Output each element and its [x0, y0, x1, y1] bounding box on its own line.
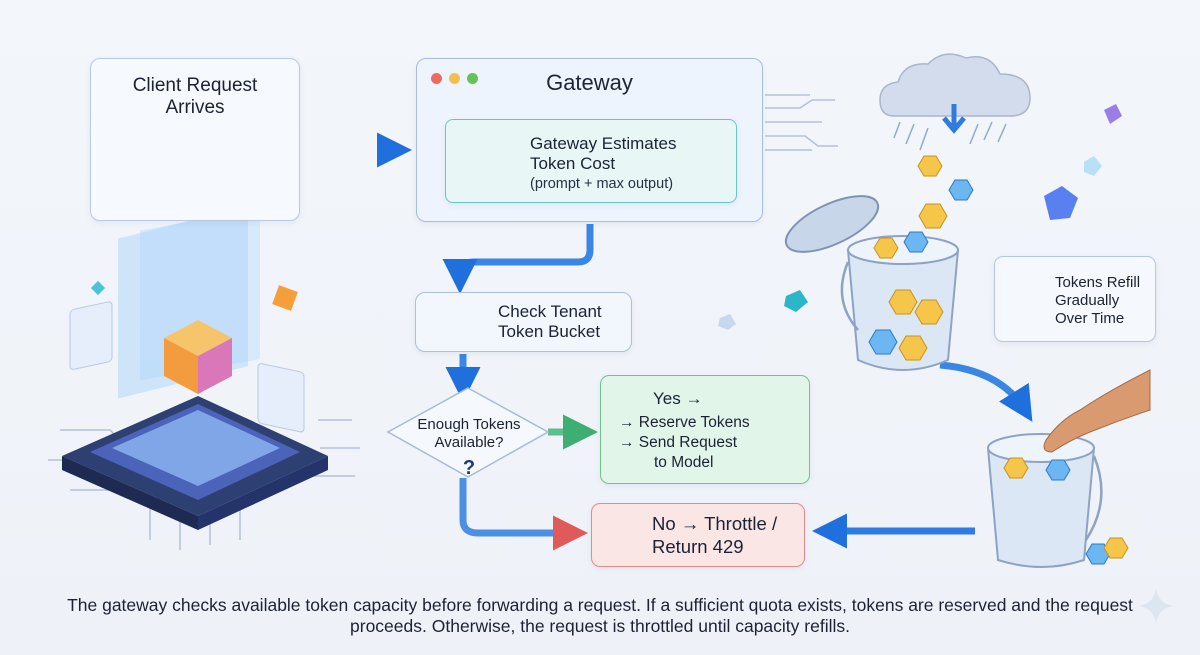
- window-close-dot: [431, 73, 442, 84]
- client-request-label: Client Request Arrives: [132, 75, 258, 118]
- check-token-bucket-label: Check Tenant Token Bucket: [498, 302, 602, 341]
- small-bucket-illustration: [986, 369, 1151, 568]
- server-cube-illustration: [48, 206, 360, 550]
- gateway-title: Gateway: [546, 70, 633, 95]
- gateway-window: Gateway Gateway Estimates Token Cost (pr…: [416, 58, 763, 222]
- no-throttle-label: No → Throttle / Return 429: [652, 513, 778, 557]
- full-bucket-illustration: [784, 155, 974, 371]
- sparkle-icon: [1138, 588, 1174, 624]
- cloud-rain-illustration: [879, 53, 1031, 151]
- arrow-refill-to-bucket: [939, 361, 1033, 422]
- circuit-lines: [765, 94, 838, 151]
- no-outcome-box: No → Throttle / Return 429: [591, 503, 805, 567]
- decision-diamond: [386, 387, 550, 478]
- decision-question: Enough Tokens Available?: [417, 416, 521, 451]
- estimate-cost-detail: (prompt + max output): [530, 176, 674, 192]
- window-minimize-dot: [449, 73, 460, 84]
- check-token-bucket-box: Check Tenant Token Bucket: [415, 292, 632, 352]
- arrow-decision-to-no: [459, 478, 588, 551]
- yes-send-request: → Send Request: [619, 434, 738, 451]
- yes-title: Yes →: [653, 389, 703, 408]
- decision-question-mark: ?: [462, 457, 476, 479]
- refill-box: Tokens Refill Gradually Over Time: [994, 256, 1156, 342]
- client-request-box: Client Request Arrives: [90, 58, 300, 221]
- estimate-cost-box: Gateway Estimates Token Cost (prompt + m…: [445, 119, 737, 203]
- yes-reserve-tokens: → Reserve Tokens: [619, 414, 750, 431]
- arrow-gateway-to-check: [442, 224, 594, 294]
- yes-to-model: to Model: [654, 454, 714, 471]
- diagram-caption: The gateway checks available token capac…: [67, 595, 1133, 636]
- window-maximize-dot: [467, 73, 478, 84]
- estimate-cost-label: Gateway Estimates Token Cost: [530, 134, 677, 173]
- refill-label: Tokens Refill Gradually Over Time: [1055, 274, 1141, 327]
- yes-outcome-box: Yes → → Reserve Tokens → Send Request to…: [600, 375, 810, 484]
- floating-cubes: [718, 104, 1122, 330]
